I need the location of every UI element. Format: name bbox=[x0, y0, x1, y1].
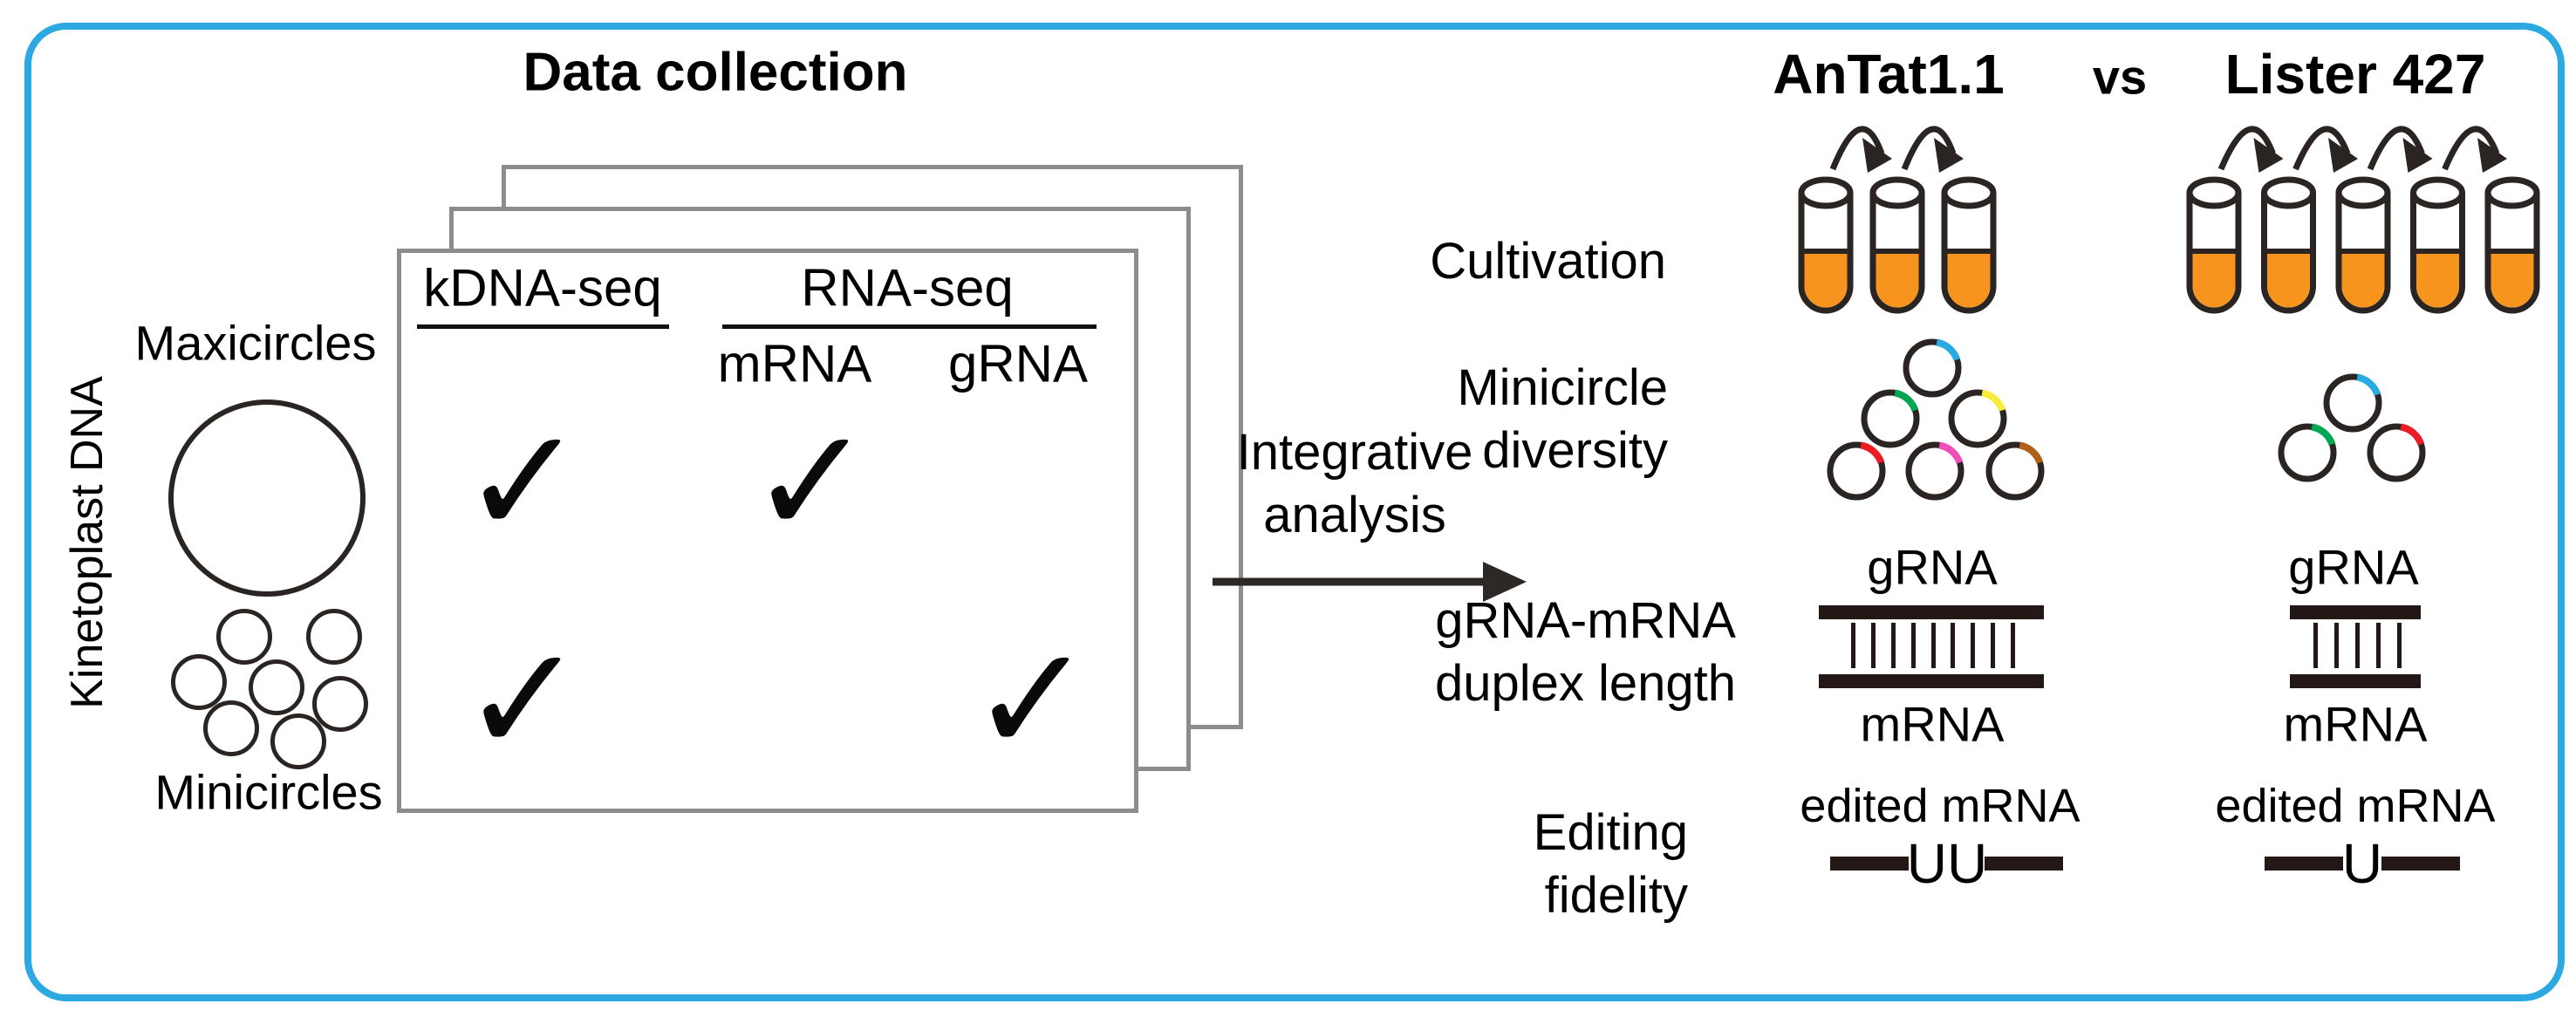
row-label-minicircle-diversity: Minicircle diversity bbox=[1457, 357, 1668, 482]
antat-grna-label: gRNA bbox=[1867, 539, 1998, 595]
row-label-cultivation: Cultivation bbox=[1430, 233, 1666, 290]
antat-basepair-tick-8 bbox=[1991, 623, 1996, 668]
kdna-minicircle-4 bbox=[249, 659, 304, 715]
kdna-seq-underline bbox=[417, 324, 669, 329]
antat-editing-insert: UU bbox=[1906, 832, 1988, 895]
antat-edited-mrna-label: edited mRNA bbox=[1800, 780, 2081, 832]
lister-basepair-tick-4 bbox=[2376, 623, 2381, 668]
lister-edited-mrna-label: edited mRNA bbox=[2215, 780, 2496, 832]
strain-header-antat: AnTat1.1 bbox=[1773, 43, 2005, 106]
page-title: Data collection bbox=[523, 42, 908, 103]
lister-duplex-basepair-ticks bbox=[2313, 623, 2402, 668]
kinetoplast-dna-axis-label: Kinetoplast DNA bbox=[62, 376, 113, 709]
maxicircle-icon bbox=[168, 399, 366, 597]
antat-basepair-tick-7 bbox=[1971, 623, 1976, 668]
antat-basepair-tick-6 bbox=[1951, 623, 1956, 668]
antat-basepair-tick-5 bbox=[1930, 623, 1936, 668]
antat-basepair-tick-1 bbox=[1851, 623, 1855, 668]
kdna-minicircle-1 bbox=[216, 609, 272, 665]
lister-mrna-strand-bar bbox=[2290, 674, 2421, 688]
antat-basepair-tick-3 bbox=[1890, 623, 1896, 668]
row-label-duplex-length: gRNA-mRNA duplex length bbox=[1435, 590, 1736, 715]
antat-mrna-strand-bar bbox=[1819, 674, 2044, 688]
lister-basepair-tick-3 bbox=[2355, 623, 2360, 668]
row-label-editing-fidelity: Editing fidelity bbox=[1534, 802, 1688, 927]
table-subheader-mrna: mRNA bbox=[717, 334, 872, 393]
kdna-minicircle-6 bbox=[203, 700, 259, 756]
minicircles-label: Minicircles bbox=[154, 764, 383, 820]
antat-basepair-tick-9 bbox=[2011, 623, 2015, 668]
figure-frame-border bbox=[24, 23, 2565, 1001]
antat-grna-strand-bar bbox=[1819, 605, 2044, 619]
table-subheader-grna: gRNA bbox=[947, 334, 1089, 393]
vs-label: vs bbox=[2092, 49, 2148, 105]
check-maxicircles-mrna-icon: ✓ bbox=[748, 396, 874, 569]
antat-editing-left-bar bbox=[1830, 857, 1909, 871]
check-minicircles-grna-icon: ✓ bbox=[969, 614, 1095, 787]
antat-duplex-basepair-ticks bbox=[1851, 623, 2015, 668]
duplex-length-line2: duplex length bbox=[1434, 655, 1736, 712]
editing-fidelity-line2: fidelity bbox=[1544, 867, 1688, 924]
table-header-rna-seq: RNA-seq bbox=[801, 258, 1014, 317]
lister-grna-strand-bar bbox=[2290, 605, 2421, 619]
check-maxicircles-kdna-seq-icon: ✓ bbox=[461, 396, 586, 569]
minicircle-diversity-line2: diversity bbox=[1482, 422, 1668, 479]
lister-editing-left-bar bbox=[2265, 857, 2343, 871]
lister-basepair-tick-2 bbox=[2334, 623, 2339, 668]
duplex-length-line1: gRNA-mRNA bbox=[1435, 592, 1736, 649]
stacked-card-front bbox=[397, 249, 1138, 813]
strain-header-lister: Lister 427 bbox=[2224, 43, 2486, 106]
lister-mrna-label: mRNA bbox=[2283, 696, 2428, 752]
integrative-analysis-line1: Integrative bbox=[1236, 424, 1473, 481]
kdna-minicircle-2 bbox=[306, 609, 362, 665]
lister-basepair-tick-1 bbox=[2313, 623, 2318, 668]
minicircle-diversity-line1: Minicircle bbox=[1457, 359, 1668, 416]
integrative-analysis-line2: analysis bbox=[1263, 487, 1446, 543]
integrative-analysis-label: Integrative analysis bbox=[1237, 421, 1473, 547]
antat-mrna-label: mRNA bbox=[1860, 696, 2005, 752]
rna-seq-underline bbox=[722, 324, 1097, 329]
table-header-kdna-seq: kDNA-seq bbox=[423, 258, 662, 317]
kdna-minicircle-3 bbox=[171, 654, 227, 710]
editing-fidelity-line1: Editing bbox=[1533, 804, 1688, 861]
lister-editing-right-bar bbox=[2381, 857, 2460, 871]
maxicircles-label: Maxicircles bbox=[134, 315, 377, 371]
check-minicircles-kdna-seq-icon: ✓ bbox=[461, 614, 586, 787]
antat-basepair-tick-2 bbox=[1870, 623, 1876, 668]
kdna-minicircle-7 bbox=[270, 714, 326, 769]
lister-basepair-tick-5 bbox=[2397, 623, 2402, 668]
lister-grna-label: gRNA bbox=[2288, 539, 2419, 595]
antat-editing-right-bar bbox=[1985, 857, 2063, 871]
antat-basepair-tick-4 bbox=[1910, 623, 1916, 668]
lister-editing-insert: U bbox=[2341, 832, 2383, 895]
kdna-minicircle-5 bbox=[312, 676, 368, 732]
